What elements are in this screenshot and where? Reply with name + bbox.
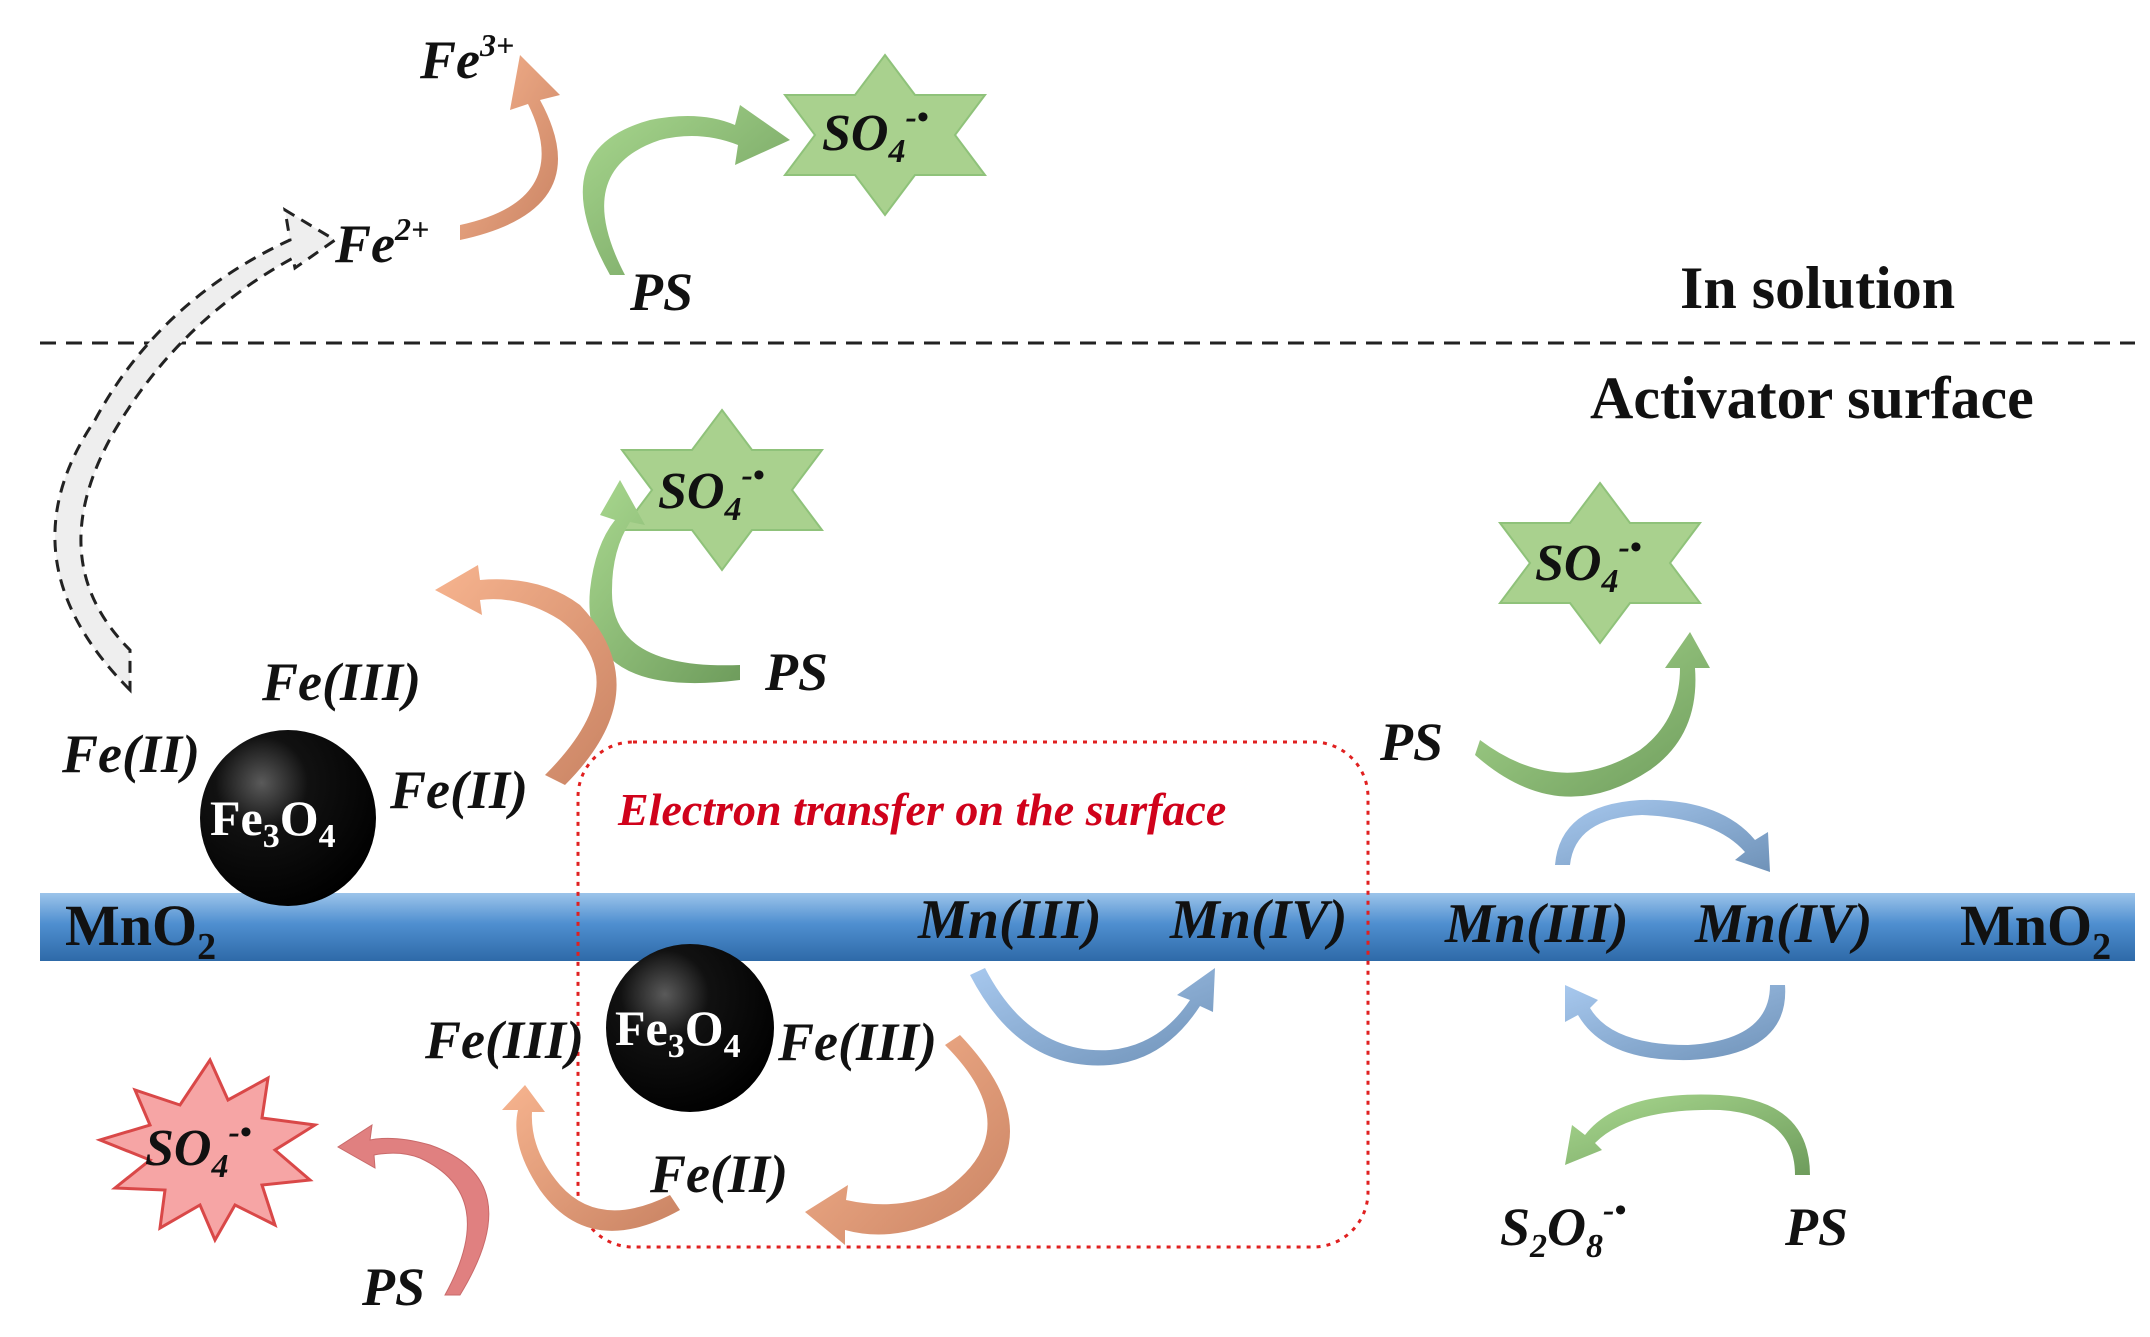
solution-fe-oxidation-arrow <box>460 55 560 240</box>
middle-mn-oxidation-arrow <box>970 968 1215 1066</box>
fe2-plus-label: Fe2+ <box>334 211 429 274</box>
lower-fe-oxidation-arrow <box>502 1085 680 1231</box>
lower-fe-ii-label: Fe(II) <box>649 1144 788 1204</box>
fe3o4-particle-top <box>200 730 376 906</box>
right-mn-iv-label: Mn(IV) <box>1694 893 1872 955</box>
lower-ps-label: PS <box>361 1257 425 1317</box>
right-radical-label: SO4-• <box>1535 529 1642 600</box>
solution-ps-activation-arrow <box>582 105 790 275</box>
upper-fe-iii-label: Fe(III) <box>261 652 421 712</box>
mno2-right-label: MnO2 <box>1960 893 2111 968</box>
desorption-dashed-arrow <box>53 207 338 694</box>
lower-fe-iii-left-label: Fe(III) <box>424 1010 584 1070</box>
upper-fe-ii-left-label: Fe(II) <box>61 724 200 784</box>
electron-transfer-box <box>576 740 1370 1249</box>
middle-mn-iv-label: Mn(IV) <box>1169 889 1347 951</box>
lower-fe-iii-right-label: Fe(III) <box>777 1012 937 1072</box>
activator-surface-label: Activator surface <box>1590 365 2034 431</box>
right-ps-activation-arrow <box>1475 632 1710 797</box>
solution-ps-label: PS <box>629 262 693 322</box>
middle-mn-iii-label: Mn(III) <box>917 889 1102 951</box>
fe3o4-particle-bottom <box>606 944 774 1112</box>
solution-radical-star <box>783 53 987 217</box>
fe3o4-top-label: Fe3O4 <box>210 790 336 855</box>
right-radical-star <box>1498 481 1702 645</box>
fe3o4-bottom-label: Fe3O4 <box>615 1000 741 1065</box>
lower-radical-label: SO4-• <box>145 1114 252 1185</box>
solution-radical-label: SO4-• <box>822 99 929 170</box>
right-upper-mn-arrow <box>1555 799 1770 872</box>
right-ps-top-label: PS <box>1379 712 1443 772</box>
right-ps-bottom-label: PS <box>1784 1197 1848 1257</box>
right-s2o8-label: S2O8-• <box>1500 1192 1626 1265</box>
upper-fe-ii-right-label: Fe(II) <box>389 760 528 820</box>
upper-radical-star <box>620 408 824 572</box>
electron-transfer-label: Electron transfer on the surface <box>617 784 1226 835</box>
right-mn-iii-label: Mn(III) <box>1444 893 1629 955</box>
in-solution-label: In solution <box>1680 255 1955 321</box>
mno2-surface-bar <box>40 893 2135 961</box>
upper-radical-label: SO4-• <box>658 457 765 528</box>
mno2-left-label: MnO2 <box>65 893 216 968</box>
upper-fe-oxidation-arrow <box>435 565 617 785</box>
lower-radical-burst <box>95 1056 320 1244</box>
upper-ps-label: PS <box>764 642 828 702</box>
right-lower-mn-arrow <box>1565 985 1786 1061</box>
lower-ps-activation-arrow <box>337 1123 490 1296</box>
fe3-plus-label: Fe3+ <box>419 27 514 90</box>
right-ps-reduction-arrow <box>1565 1094 1810 1175</box>
lower-fe-reduction-arrow <box>805 1035 1010 1245</box>
